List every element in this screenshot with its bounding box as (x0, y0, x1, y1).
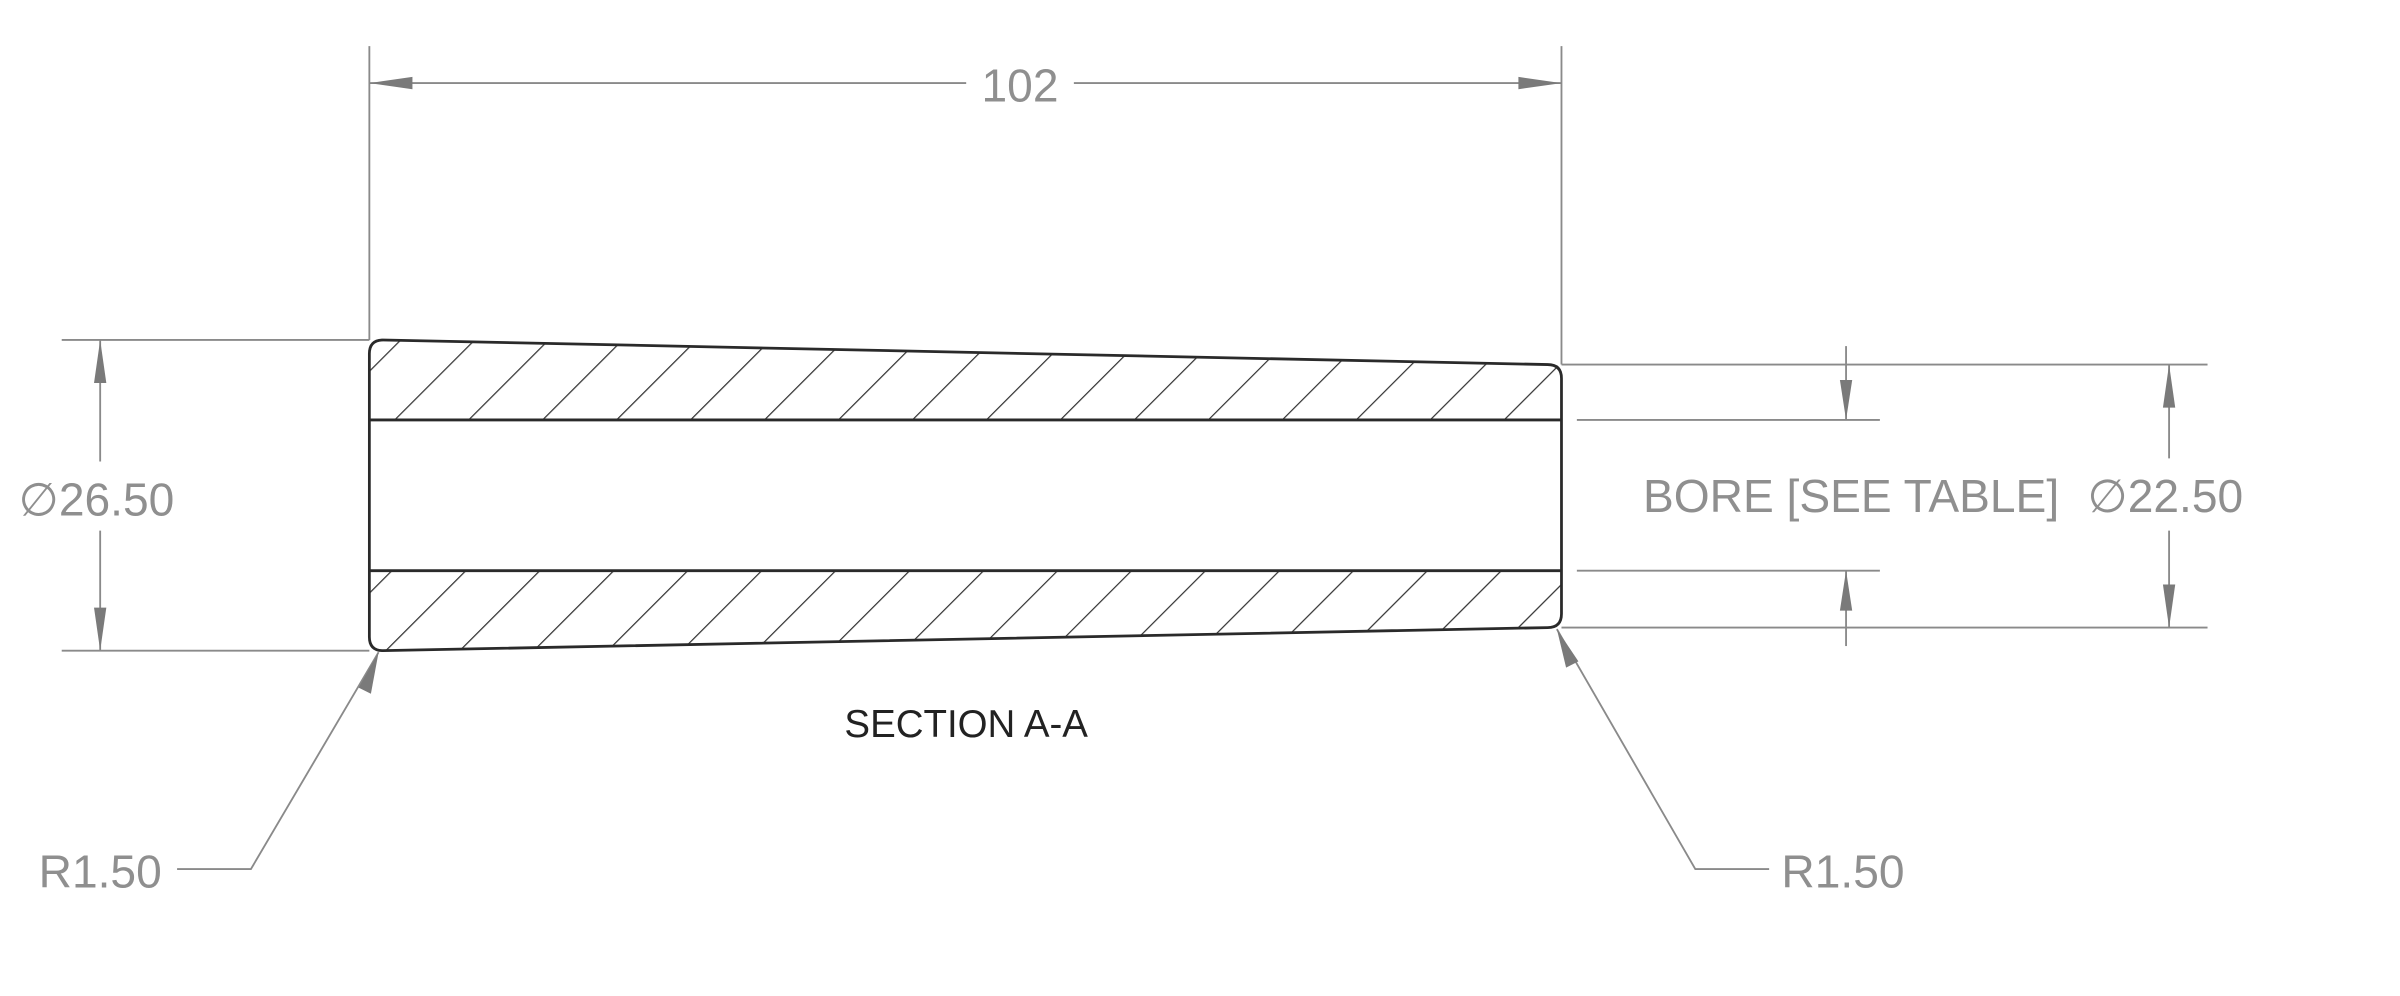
left-radius-label: R1.50 (39, 846, 162, 898)
right-radius-label: R1.50 (1781, 846, 1904, 898)
small-diameter-label: ∅22.50 (2088, 470, 2244, 522)
large-diameter-label: ∅26.50 (19, 473, 175, 525)
length-dimension: 102 (368, 46, 1563, 365)
length-label: 102 (982, 60, 1059, 112)
left-radius-callout: R1.50 (39, 651, 380, 898)
bore-note: BORE [SEE TABLE] (1643, 470, 2059, 522)
right-radius-callout: R1.50 (1556, 628, 1905, 898)
small-diameter-dimension: BORE [SEE TABLE] ∅22.50 (1561, 346, 2244, 647)
part-section (367, 338, 1563, 653)
section-label: SECTION A-A (844, 703, 1088, 746)
large-diameter-dimension: ∅26.50 (19, 339, 370, 652)
